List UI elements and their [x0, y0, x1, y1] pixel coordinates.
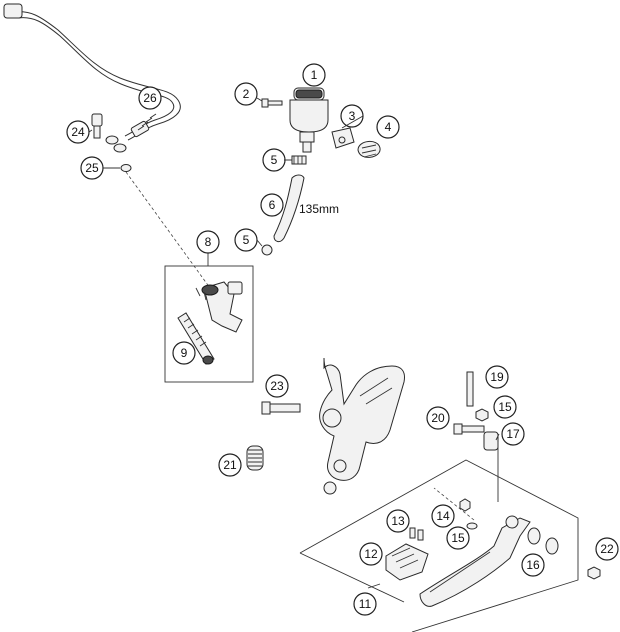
callout-leaders — [88, 97, 500, 441]
nut-upper — [475, 408, 489, 422]
svg-text:21: 21 — [223, 458, 237, 472]
pivot-nut — [587, 566, 601, 580]
callout-17: 17 — [501, 422, 525, 446]
svg-text:15: 15 — [498, 400, 512, 414]
sealing-washers — [105, 135, 132, 172]
pedal-bolt — [453, 423, 485, 435]
callout-12: 12 — [359, 542, 383, 566]
callout-15-lower: 15 — [446, 526, 470, 550]
svg-text:20: 20 — [431, 411, 445, 425]
screw — [261, 98, 283, 108]
callout-20: 20 — [426, 406, 450, 430]
svg-text:26: 26 — [143, 91, 157, 105]
svg-text:16: 16 — [526, 558, 540, 572]
svg-text:14: 14 — [436, 509, 450, 523]
hose-clamp-upper — [291, 155, 307, 165]
svg-text:8: 8 — [205, 235, 212, 249]
svg-text:19: 19 — [490, 370, 504, 384]
svg-text:25: 25 — [85, 161, 99, 175]
push-rod — [177, 312, 215, 365]
callout-11: 11 — [353, 592, 377, 616]
bracket-bolt — [261, 401, 301, 415]
diaphragm — [357, 141, 381, 158]
brake-pedal-leader — [367, 583, 381, 589]
bushings — [527, 527, 559, 555]
brake-pedal — [419, 515, 531, 607]
svg-text:11: 11 — [359, 597, 372, 611]
brake-pedal-box — [299, 459, 579, 632]
banjo-bolt — [91, 113, 103, 139]
svg-text:15: 15 — [451, 531, 465, 545]
reservoir-bracket — [331, 127, 355, 149]
svg-text:4: 4 — [385, 120, 392, 134]
brake-line-banjo-fitting — [3, 3, 23, 19]
callout-26: 26 — [138, 86, 162, 110]
pin — [466, 371, 474, 407]
brake-fluid-reservoir — [289, 87, 329, 153]
callout-5-upper: 5 — [262, 148, 286, 172]
brake-pedal-box-edge — [299, 552, 405, 603]
callout-6: 6 — [260, 193, 284, 217]
reservoir-hose — [273, 174, 305, 243]
callout-3: 3 — [340, 104, 364, 128]
return-spring — [246, 445, 264, 471]
callout-21: 21 — [218, 453, 242, 477]
svg-text:9: 9 — [181, 346, 188, 360]
svg-text:3: 3 — [349, 109, 356, 123]
callout-14: 14 — [431, 504, 455, 528]
svg-text:17: 17 — [506, 427, 520, 441]
footrest-bracket — [319, 357, 405, 495]
svg-text:1: 1 — [311, 68, 318, 82]
callout-15-upper: 15 — [493, 395, 517, 419]
svg-text:24: 24 — [71, 125, 85, 139]
svg-text:23: 23 — [270, 379, 284, 393]
tip-screws — [409, 527, 424, 541]
callout-25: 25 — [80, 156, 104, 180]
callout-13: 13 — [386, 509, 410, 533]
hose-clamp-lower — [261, 244, 273, 256]
svg-text:12: 12 — [364, 547, 378, 561]
svg-text:13: 13 — [391, 514, 405, 528]
pedal-nut — [459, 498, 471, 512]
callout-19: 19 — [485, 365, 509, 389]
callout-23: 23 — [265, 374, 289, 398]
callout-8: 8 — [196, 230, 220, 254]
svg-text:6: 6 — [269, 198, 276, 212]
callout-5-lower: 5 — [234, 228, 258, 252]
callout-24: 24 — [66, 120, 90, 144]
callout-4: 4 — [376, 115, 400, 139]
washer-lower — [466, 522, 478, 530]
svg-text:5: 5 — [243, 233, 250, 247]
callout-22: 22 — [595, 537, 619, 561]
pedal-tip — [385, 543, 429, 581]
master-cylinder — [195, 281, 243, 333]
callout-1: 1 — [302, 63, 326, 87]
master-cylinder-box — [164, 265, 254, 383]
callout-2: 2 — [234, 82, 258, 106]
hose-length-label: 135mm — [299, 202, 339, 216]
callout-16: 16 — [521, 553, 545, 577]
clevis — [483, 431, 499, 502]
svg-text:5: 5 — [271, 153, 278, 167]
callout-9: 9 — [172, 341, 196, 365]
assembly-guide-line — [125, 171, 211, 289]
svg-text:22: 22 — [600, 542, 614, 556]
svg-text:2: 2 — [243, 87, 250, 101]
